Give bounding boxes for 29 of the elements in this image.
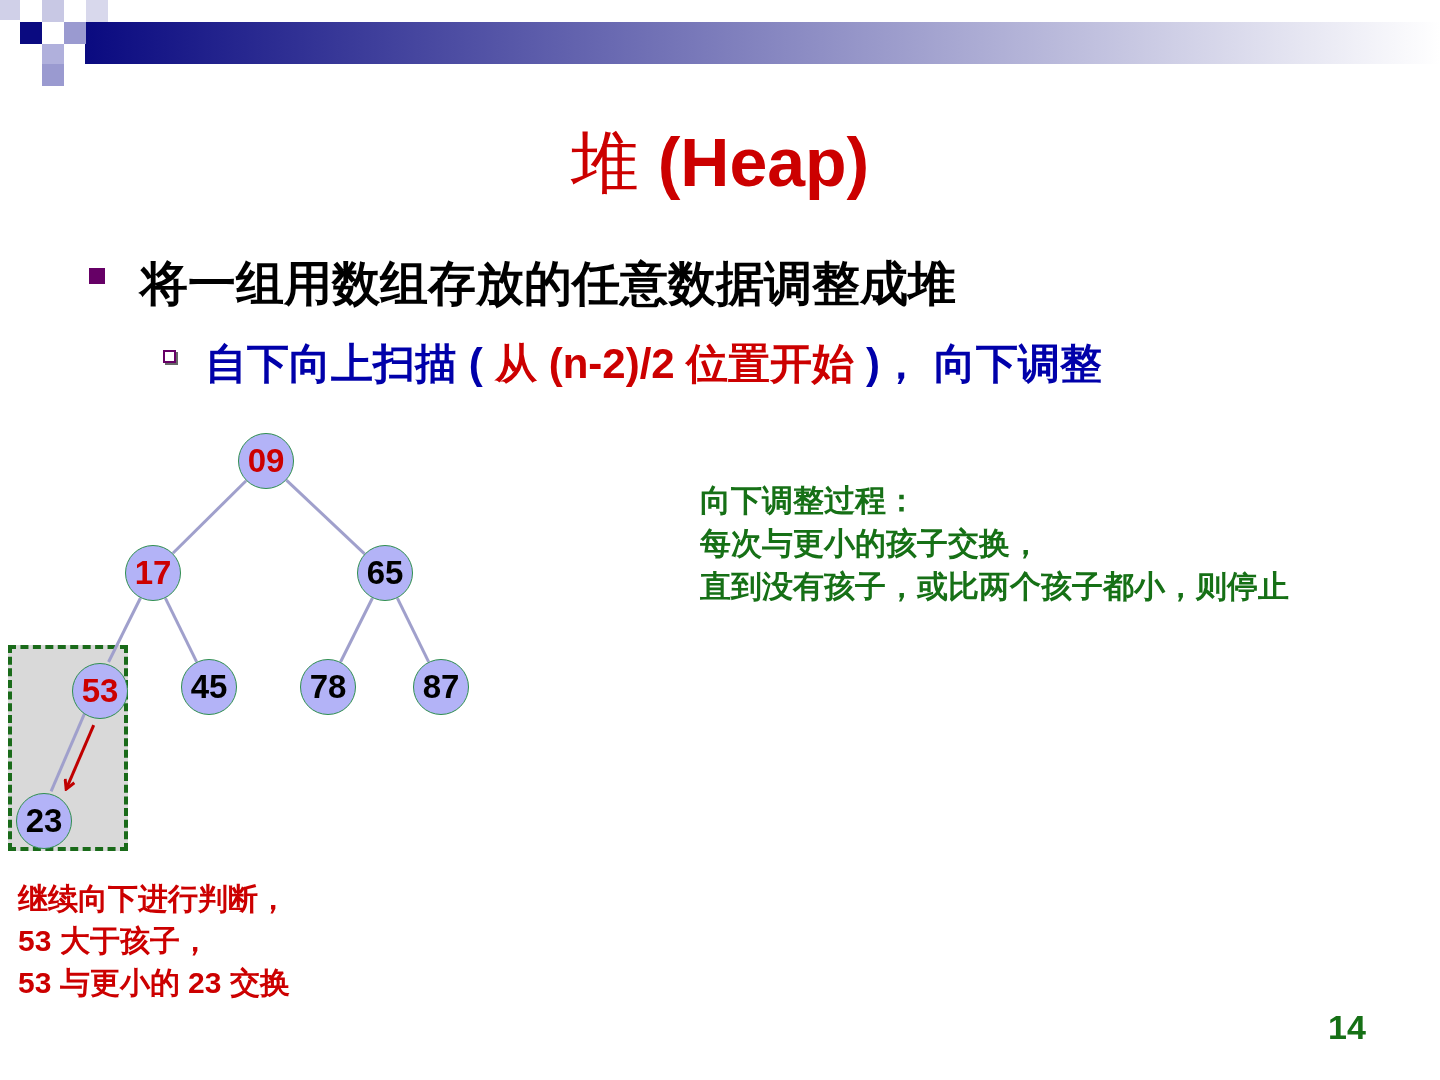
tree-node-circle: 23 — [16, 793, 72, 849]
tree-node-circle: 45 — [181, 659, 237, 715]
note-text: 53 与更小的 23 交换 — [18, 965, 290, 1001]
note-text: 53 大于孩子， — [18, 923, 210, 959]
tree-edge — [107, 597, 142, 663]
tree-edge — [49, 712, 87, 792]
arrow — [63, 724, 96, 791]
note-text: 直到没有孩子，或比两个孩子都小，则停止 — [700, 568, 1289, 606]
tree-edge — [339, 597, 374, 663]
note-text: 继续向下进行判断， — [18, 881, 288, 917]
bullet-text: 将一组用数组存放的任意数据调整成堆 — [140, 256, 956, 312]
note-text: 每次与更小的孩子交换， — [700, 525, 1041, 563]
tree-node-circle: 17 — [125, 545, 181, 601]
bullet-text: )， 向下调整 — [866, 339, 1102, 389]
tree-edge — [171, 479, 248, 555]
bullet-text: 从 (n-2)/2 位置开始 — [495, 339, 855, 389]
tree-edge — [396, 597, 430, 663]
highlight-box — [8, 645, 128, 851]
bullet-text: 自下向上扫描 ( — [205, 339, 483, 389]
tree-node-circle: 53 — [72, 663, 128, 719]
title: 堆 (Heap) — [569, 123, 871, 202]
page-number: 14 — [1328, 1008, 1366, 1047]
tree-edge — [164, 597, 198, 663]
tree-edge — [285, 479, 366, 555]
tree-node-circle: 09 — [238, 433, 294, 489]
note-text: 向下调整过程： — [700, 482, 917, 520]
tree-node-circle: 65 — [357, 545, 413, 601]
tree-node-circle: 78 — [300, 659, 356, 715]
tree-node-circle: 87 — [413, 659, 469, 715]
